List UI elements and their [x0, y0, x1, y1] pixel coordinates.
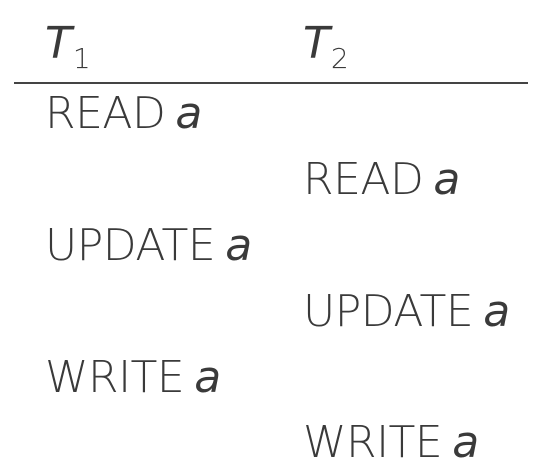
header-t1: T1 — [45, 14, 91, 79]
header-divider — [14, 82, 528, 84]
operation-verb: UPDATE — [303, 286, 474, 337]
operation-verb: READ — [45, 88, 166, 139]
operation-variable: a — [433, 154, 460, 205]
header-t2-letter: T — [303, 18, 330, 69]
header-t1-subscript: 1 — [72, 42, 91, 75]
operation-variable: a — [175, 88, 202, 139]
header-t1-letter: T — [45, 18, 72, 69]
operation-verb: READ — [303, 154, 424, 205]
operation-variable: a — [225, 220, 252, 271]
header-t2-subscript: 2 — [330, 42, 349, 75]
header-t2: T2 — [303, 14, 349, 79]
operation-verb: WRITE — [303, 417, 443, 468]
operation-variable: a — [483, 286, 510, 337]
operation-verb: UPDATE — [45, 220, 216, 271]
operation-verb: WRITE — [45, 352, 185, 403]
operation-variable: a — [194, 352, 221, 403]
operation-variable: a — [452, 417, 479, 468]
